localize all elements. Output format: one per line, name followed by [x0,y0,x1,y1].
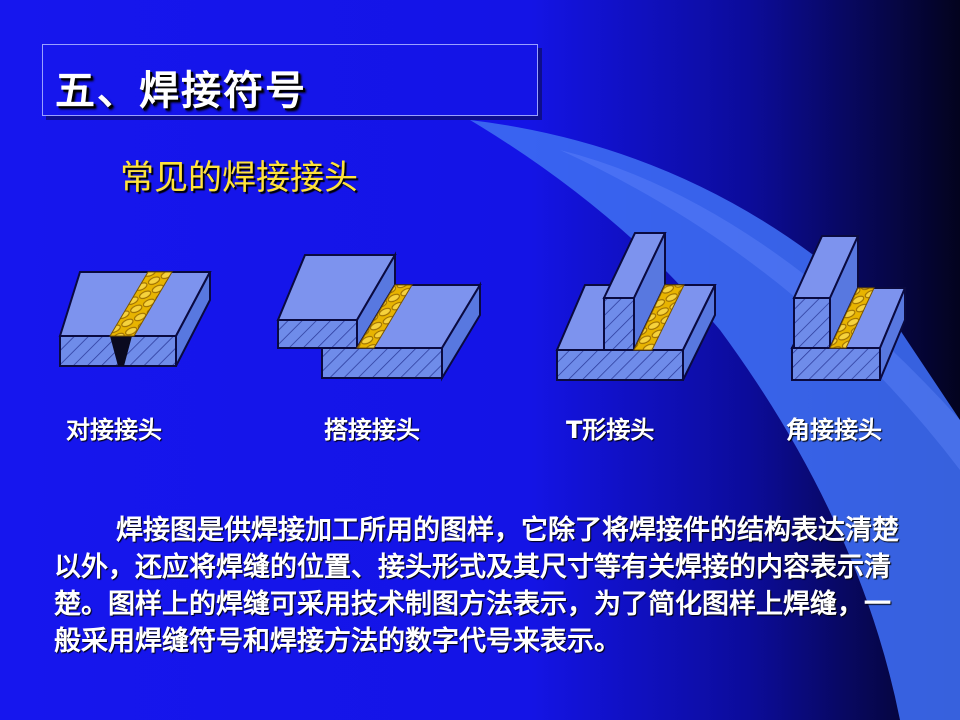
title-frame [42,44,538,116]
corner-joint-label: 角接接头 [786,416,882,444]
slide-subtitle: 常见的焊接接头 [120,158,358,198]
slide-title: 五、焊接符号 [55,68,307,114]
lap-joint-illustration [276,251,482,382]
butt-joint-illustration [58,271,212,367]
body-paragraph: 焊接图是供焊接加工所用的图样，它除了将焊接件的结构表达清楚以外，还应将焊缝的位置… [54,515,899,657]
t-joint-label: T形接头 [566,416,655,444]
t-joint-illustration [555,232,717,381]
decorative-swoosh [470,120,960,720]
corner-joint-illustration [790,235,907,381]
lap-joint-label: 搭接接头 [324,416,420,444]
butt-joint-label: 对接接头 [66,416,162,444]
